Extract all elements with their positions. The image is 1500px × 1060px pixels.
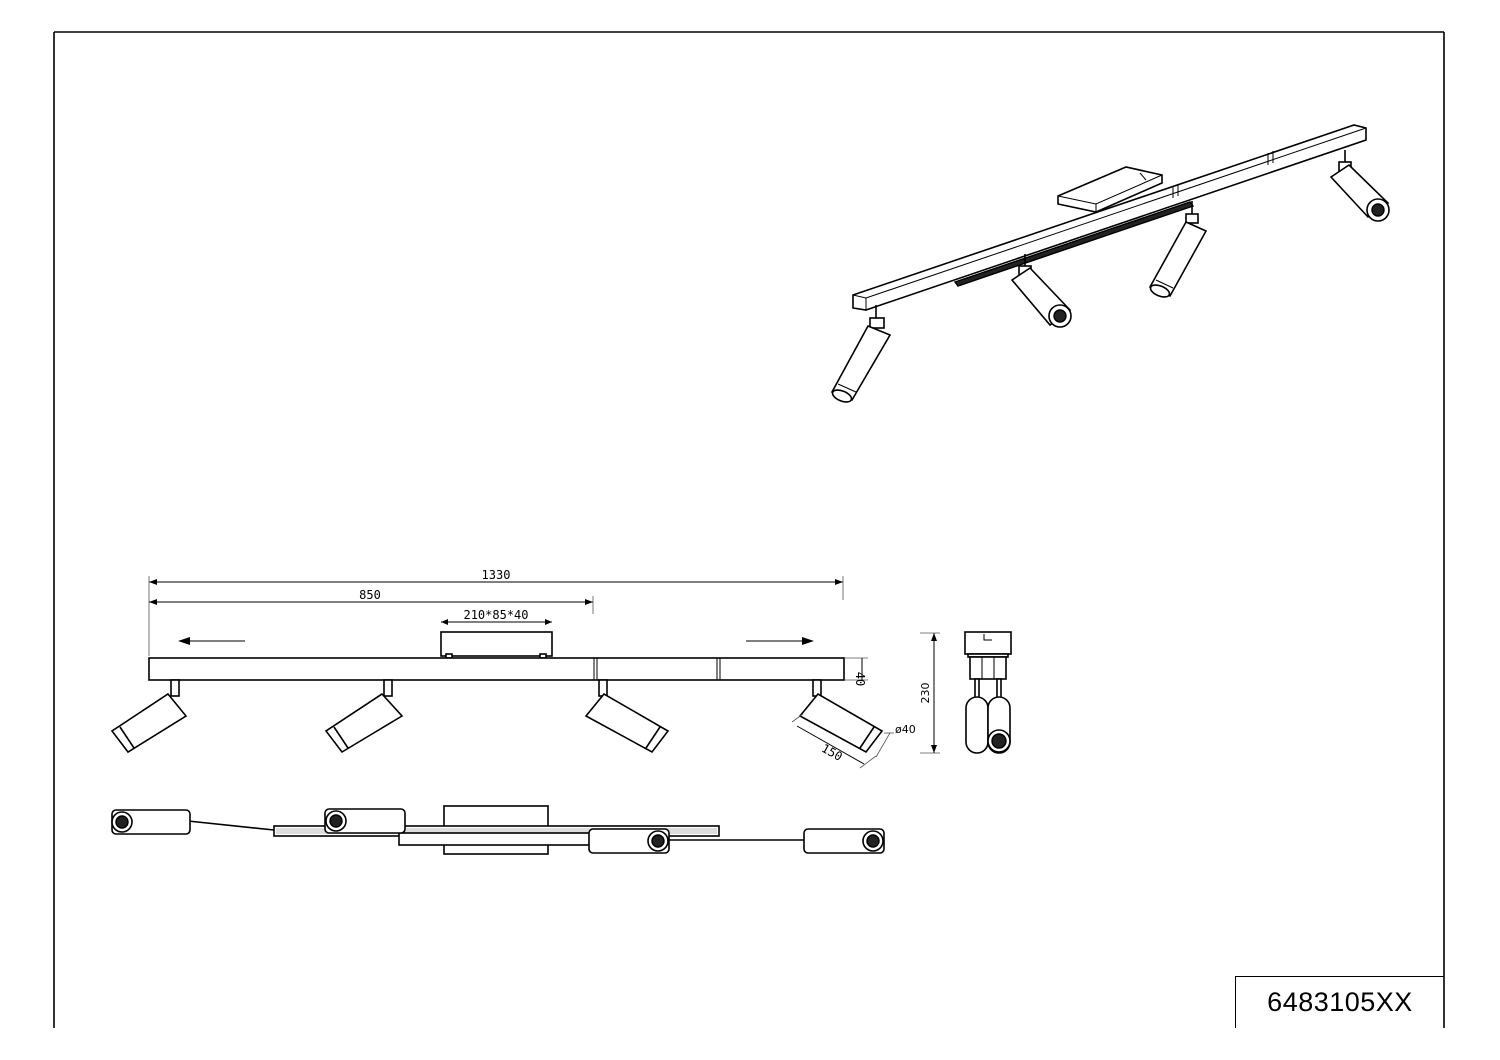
dimension-total-height: 230 — [919, 632, 940, 754]
total-height-label: 230 — [919, 683, 932, 704]
canopy-size-label: 210*85*40 — [463, 608, 528, 622]
overall-length-label: 1330 — [482, 568, 511, 582]
dimension-mounting-length: 850 — [149, 588, 594, 614]
spot-length-label: 150 — [819, 741, 845, 764]
spot-diameter-label: ø40 — [895, 723, 916, 736]
top-view — [111, 805, 885, 855]
dimension-overall-length: 1330 — [148, 568, 844, 656]
front-spot-1 — [110, 679, 188, 754]
front-spot-4 — [798, 679, 884, 754]
perspective-spot-2 — [1010, 254, 1072, 328]
perspective-spot-1 — [830, 305, 892, 403]
top-spot-4 — [803, 828, 885, 854]
top-spot-3 — [588, 828, 670, 854]
front-spot-2 — [324, 679, 404, 754]
dimension-canopy: 210*85*40 — [441, 608, 552, 625]
mounting-length-label: 850 — [359, 588, 381, 602]
bar-height-label: 40 — [853, 672, 867, 686]
top-spot-2 — [324, 808, 406, 834]
perspective-spot-4 — [1329, 150, 1390, 222]
product-code: 6483105XX — [1267, 987, 1413, 1017]
front-view: 1330 850 210*85*40 — [110, 568, 940, 769]
slide-right-arrow — [746, 637, 814, 645]
top-spot-1 — [111, 809, 191, 835]
perspective-spot-3 — [1148, 201, 1208, 298]
dimension-bar-height: 40 — [845, 657, 868, 686]
perspective-view — [830, 124, 1390, 403]
front-spot-3 — [584, 679, 670, 754]
dimension-spot-diameter: ø40 — [875, 723, 916, 758]
product-code-box: 6483105XX — [1235, 976, 1444, 1028]
side-view — [964, 631, 1012, 754]
slide-left-arrow — [178, 637, 245, 645]
drawing-frame — [53, 31, 1445, 1028]
